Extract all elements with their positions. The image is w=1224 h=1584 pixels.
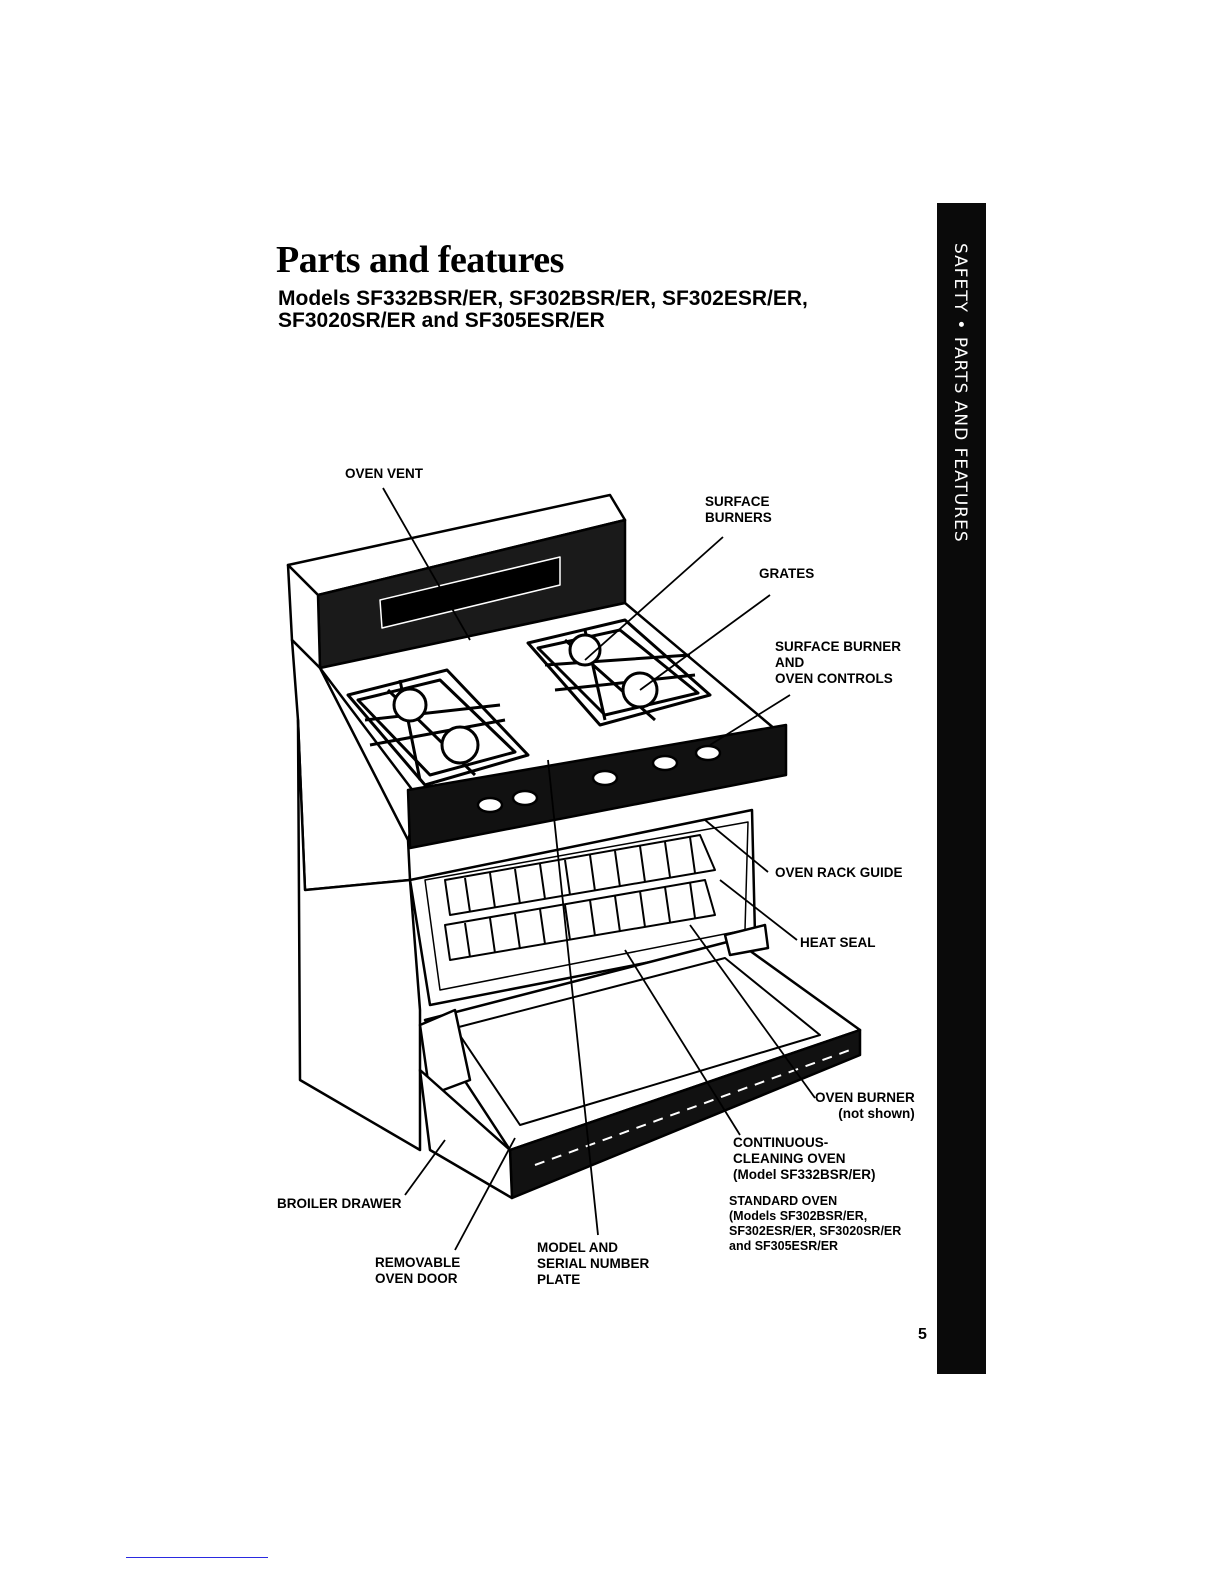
oven-door xyxy=(418,923,862,1200)
callout-continuous-cleaning-oven: CONTINUOUS- CLEANING OVEN (Model SF332BS… xyxy=(733,1135,876,1183)
left-burner-grates xyxy=(346,668,530,787)
leader-lines xyxy=(382,487,816,1251)
callout-surface-burners-line-1: SURFACE xyxy=(705,494,770,509)
callout-grates-line-1: GRATES xyxy=(759,566,815,581)
callout-standard-oven-line-1: STANDARD OVEN xyxy=(729,1194,838,1208)
broiler-drawer-shape xyxy=(418,1068,514,1200)
subtitle-line-1: Models SF332BSR/ER, SF302BSR/ER, SF302ES… xyxy=(278,287,808,310)
callout-oven-vent: OVEN VENT xyxy=(345,466,423,482)
models-subtitle: Models SF332BSR/ER, SF302BSR/ER, SF302ES… xyxy=(278,288,808,332)
callout-grates: GRATES xyxy=(759,566,814,582)
footer-rule xyxy=(126,1557,268,1558)
callout-continuous-cleaning-line-2: CLEANING OVEN xyxy=(733,1151,846,1166)
callout-oven-burner: OVEN BURNER (not shown) xyxy=(815,1090,915,1122)
callout-oven-vent-line-1: OVEN VENT xyxy=(345,466,424,481)
callout-continuous-cleaning-line-1: CONTINUOUS- xyxy=(733,1135,829,1150)
callout-removable-oven-door: REMOVABLE OVEN DOOR xyxy=(375,1255,460,1287)
rack-bars xyxy=(464,836,696,958)
callout-controls-line-3: OVEN CONTROLS xyxy=(775,671,893,686)
callout-broiler-drawer-line-1: BROILER DRAWER xyxy=(277,1196,402,1211)
callout-oven-rack-guide-line-1: OVEN RACK GUIDE xyxy=(775,865,903,880)
callout-oven-burner-line-2: (not shown) xyxy=(838,1106,915,1121)
callout-standard-oven-line-4: and SF305ESR/ER xyxy=(729,1239,839,1253)
callout-removable-door-line-2: OVEN DOOR xyxy=(375,1271,458,1286)
callout-surface-burners-line-2: BURNERS xyxy=(705,510,772,525)
page-number: 5 xyxy=(918,1326,927,1343)
callout-model-plate-line-3: PLATE xyxy=(537,1272,581,1287)
callout-heat-seal: HEAT SEAL xyxy=(800,935,876,951)
callout-heat-seal-line-1: HEAT SEAL xyxy=(800,935,876,950)
callout-model-plate-line-2: SERIAL NUMBER xyxy=(537,1256,650,1271)
callout-controls-line-1: SURFACE BURNER xyxy=(775,639,902,654)
oven-racks xyxy=(444,834,716,961)
callout-oven-burner-line-1: OVEN BURNER xyxy=(815,1090,915,1105)
side-section-tab xyxy=(937,203,986,1374)
callout-oven-rack-guide: OVEN RACK GUIDE xyxy=(775,865,903,881)
callout-surface-burners: SURFACE BURNERS xyxy=(705,494,772,526)
callout-standard-oven: STANDARD OVEN (Models SF302BSR/ER, SF302… xyxy=(729,1194,901,1254)
backguard xyxy=(286,493,627,670)
callout-controls: SURFACE BURNER AND OVEN CONTROLS xyxy=(775,639,901,687)
callout-controls-line-2: AND xyxy=(775,655,805,670)
callout-standard-oven-line-3: SF302ESR/ER, SF3020SR/ER xyxy=(729,1224,902,1238)
subtitle-line-2: SF3020SR/ER and SF305ESR/ER xyxy=(278,309,605,332)
control-panel xyxy=(406,723,788,850)
callout-model-serial-plate: MODEL AND SERIAL NUMBER PLATE xyxy=(537,1240,649,1288)
callout-broiler-drawer: BROILER DRAWER xyxy=(277,1196,402,1212)
right-burner-grates xyxy=(526,618,712,727)
callout-standard-oven-line-2: (Models SF302BSR/ER, xyxy=(729,1209,868,1223)
callout-removable-door-line-1: REMOVABLE xyxy=(375,1255,461,1270)
page-title: Parts and features xyxy=(276,239,564,281)
callout-continuous-cleaning-line-3: (Model SF332BSR/ER) xyxy=(733,1167,876,1182)
callout-model-plate-line-1: MODEL AND xyxy=(537,1240,618,1255)
